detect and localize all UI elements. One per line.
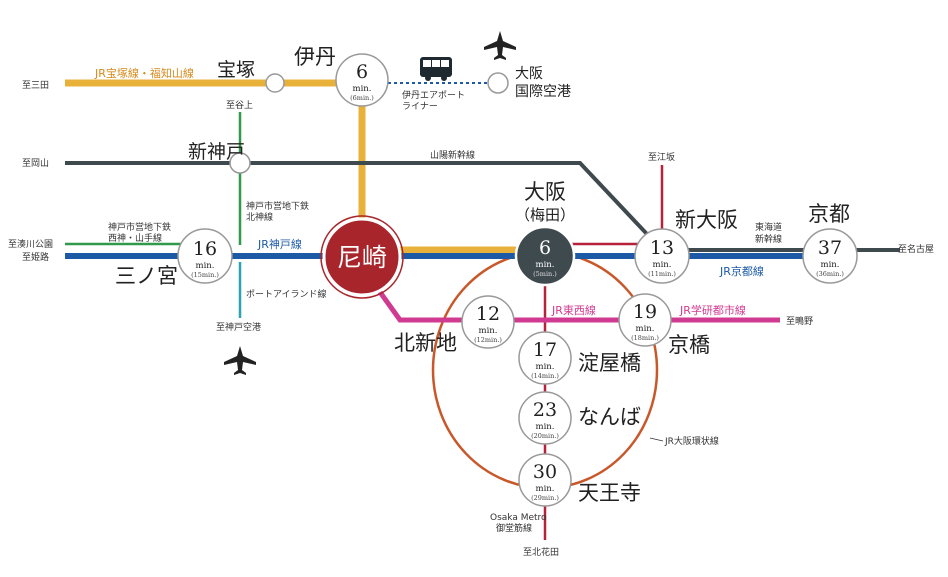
line-label-takarazuka: JR宝塚線・福知山線 bbox=[94, 66, 194, 80]
line-label-tokaido-1: 東海道 bbox=[755, 221, 782, 233]
time-unit: min. bbox=[653, 260, 672, 270]
line-label-kyoto: JR京都線 bbox=[719, 264, 764, 278]
line-label-seishin-yamate-2: 西神・山手線 bbox=[108, 232, 162, 244]
station-amagasaki[interactable]: 尼崎 bbox=[320, 215, 404, 299]
line-label-tozai: JR東西線 bbox=[551, 303, 596, 317]
time-number: 23 bbox=[533, 399, 557, 421]
time-number: 37 bbox=[818, 237, 842, 259]
station-label-tennoji: 天王寺 bbox=[578, 481, 641, 505]
station-label-namba: なんば bbox=[578, 405, 641, 429]
time-unit: min. bbox=[636, 324, 655, 334]
line-label-loop: JR大阪環状線 bbox=[664, 435, 719, 447]
station-kitashinchi[interactable]: 12 min. (12min.) bbox=[461, 295, 515, 349]
station-label-osaka: 大阪 bbox=[524, 180, 566, 204]
takarazuka-station-marker[interactable] bbox=[265, 73, 285, 93]
station-label-shinkobe: 新神戸 bbox=[188, 141, 245, 163]
dest-kitahanada: 至北花田 bbox=[523, 546, 559, 558]
bus-icon bbox=[420, 57, 452, 81]
dest-nagoya: 至名古屋 bbox=[898, 243, 934, 255]
station-sannomiya[interactable]: 16 min. (15min.) bbox=[177, 228, 233, 284]
station-name: 尼崎 bbox=[337, 243, 387, 272]
time-unit: min. bbox=[536, 484, 555, 494]
time-sub: (12min.) bbox=[474, 336, 502, 344]
line-label-sanyo-shinkansen: 山陽新幹線 bbox=[430, 149, 475, 161]
line-label-airport-liner-2: ライナー bbox=[402, 101, 438, 112]
station-label-yodoyabashi: 淀屋橋 bbox=[578, 351, 641, 375]
line-label-kobe: JR神戸線 bbox=[257, 237, 302, 251]
line-label-port-island: ポートアイランド線 bbox=[246, 288, 327, 300]
time-number: 16 bbox=[193, 238, 217, 260]
station-itami[interactable]: 6 min. (6min.) bbox=[335, 53, 389, 107]
time-number: 19 bbox=[633, 301, 657, 323]
time-number: 12 bbox=[476, 303, 500, 325]
station-label-osaka-airport-2: 国際空港 bbox=[515, 84, 571, 100]
time-unit: min. bbox=[536, 422, 555, 432]
time-number: 13 bbox=[650, 237, 674, 259]
time-sub: (15min.) bbox=[191, 271, 219, 279]
station-label-kitashinchi: 北新地 bbox=[394, 331, 457, 355]
line-label-tokaido-2: 新幹線 bbox=[755, 233, 782, 245]
station-tennoji[interactable]: 30 min. (29min.) bbox=[518, 453, 572, 507]
dest-tanigami: 至谷上 bbox=[226, 100, 253, 111]
station-kyoto[interactable]: 37 min. (36min.) bbox=[802, 228, 858, 284]
station-kyobashi[interactable]: 19 min. (18min.) bbox=[618, 293, 672, 347]
time-unit: min. bbox=[536, 260, 555, 270]
station-label-umeda: （梅田） bbox=[515, 206, 575, 224]
time-sub: (29min.) bbox=[531, 494, 559, 502]
dest-esaka: 至江坂 bbox=[648, 152, 675, 163]
line-label-hokushin-1: 神戸市営地下鉄 bbox=[246, 200, 309, 212]
time-unit: min. bbox=[479, 326, 498, 336]
time-sub: (6min.) bbox=[350, 94, 374, 102]
time-unit: min. bbox=[536, 362, 555, 372]
time-unit: min. bbox=[353, 84, 372, 94]
shinkobe-station-marker[interactable] bbox=[229, 152, 251, 174]
time-unit: min. bbox=[196, 261, 215, 271]
station-label-osaka-airport-1: 大阪 bbox=[515, 66, 543, 82]
time-sub: (18min.) bbox=[631, 334, 659, 342]
osaka-airport-station-marker[interactable] bbox=[487, 72, 509, 94]
station-label-shinosaka: 新大阪 bbox=[675, 208, 738, 232]
time-number: 30 bbox=[533, 461, 557, 483]
dest-minatogawa: 至湊川公園 bbox=[8, 238, 53, 250]
station-label-sannomiya: 三ノ宮 bbox=[115, 264, 178, 288]
station-label-takarazuka: 宝塚 bbox=[217, 59, 255, 81]
line-label-airport-liner-1: 伊丹エアポート bbox=[402, 89, 465, 101]
time-number: 6 bbox=[356, 61, 368, 83]
takarazuka-to-amagasaki-line bbox=[358, 83, 545, 254]
line-label-hokushin-2: 北神線 bbox=[246, 211, 273, 223]
station-label-itami: 伊丹 bbox=[294, 45, 336, 69]
dest-okayama: 至岡山 bbox=[22, 158, 49, 169]
dest-sanda: 至三田 bbox=[22, 80, 49, 91]
station-osaka[interactable]: 6 min. (5min.) bbox=[514, 225, 576, 287]
line-label-midosuji-1: Osaka Metro bbox=[490, 513, 547, 523]
station-shinosaka[interactable]: 13 min. (11min.) bbox=[634, 228, 690, 284]
time-sub: (14min.) bbox=[531, 372, 559, 380]
airplane-icon bbox=[484, 31, 516, 60]
line-label-midosuji-2: 御堂筋線 bbox=[496, 522, 532, 534]
loop-label-leader bbox=[649, 437, 664, 442]
dest-himeji: 至姫路 bbox=[22, 251, 49, 263]
station-label-kyobashi: 京橋 bbox=[668, 333, 710, 357]
station-label-kyoto: 京都 bbox=[808, 202, 850, 226]
time-sub: (11min.) bbox=[648, 270, 676, 278]
dest-shigino: 至鴫野 bbox=[786, 315, 813, 327]
station-yodoyabashi[interactable]: 17 min. (14min.) bbox=[518, 331, 572, 385]
time-number: 6 bbox=[539, 237, 551, 259]
line-label-gakken: JR学研都市線 bbox=[679, 303, 746, 317]
time-unit: min. bbox=[821, 260, 840, 270]
station-namba[interactable]: 23 min. (20min.) bbox=[518, 391, 572, 445]
dest-kobe-airport: 至神戸空港 bbox=[216, 321, 261, 333]
line-label-seishin-yamate-1: 神戸市営地下鉄 bbox=[108, 221, 171, 233]
airplane-icon bbox=[224, 346, 256, 375]
sanyo-shinkansen-line bbox=[65, 161, 900, 252]
time-number: 17 bbox=[533, 339, 557, 361]
time-sub: (36min.) bbox=[816, 270, 844, 278]
time-sub: (5min.) bbox=[533, 270, 557, 278]
time-sub: (20min.) bbox=[531, 432, 559, 440]
